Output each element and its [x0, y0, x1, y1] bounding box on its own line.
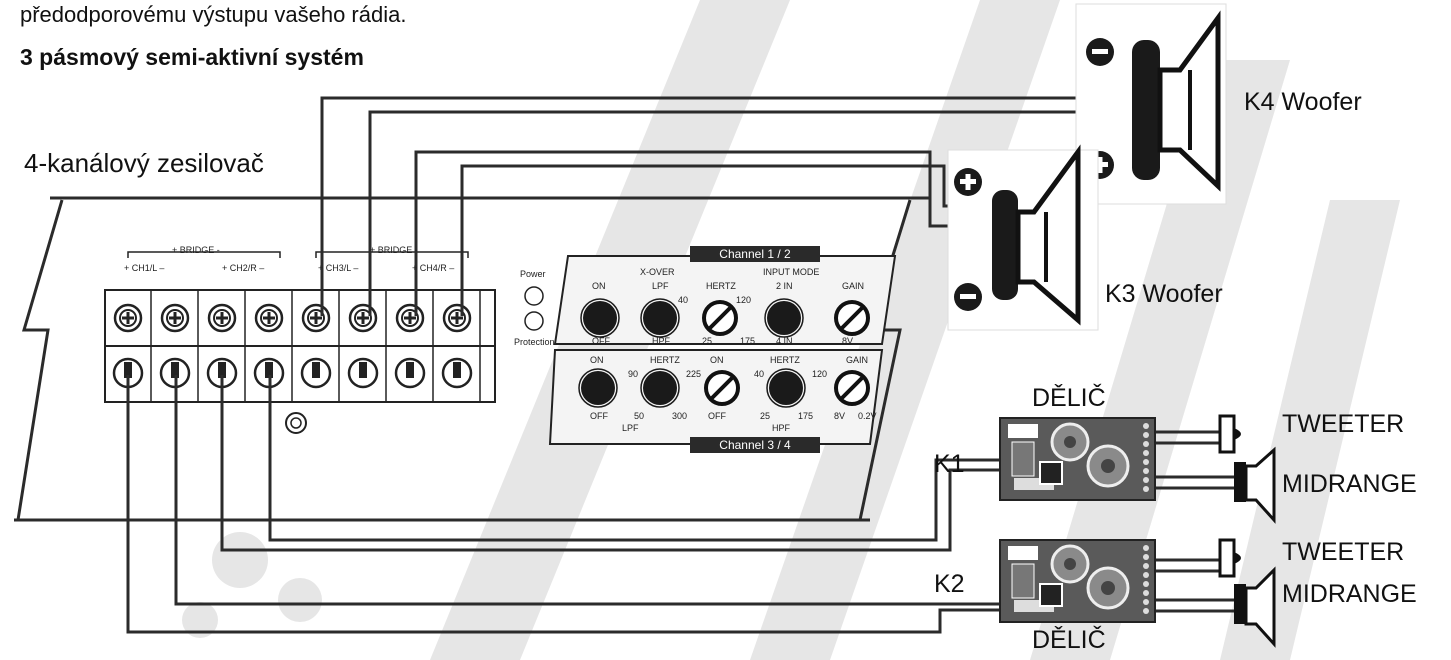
- tweeter-label-1: TWEETER: [1282, 410, 1405, 438]
- terminal-hole-4: [253, 357, 285, 389]
- gain-dial-2: [834, 370, 870, 406]
- n175-label-2: 175: [798, 411, 814, 421]
- amplifier-label: 4-kanálový zesilovač: [24, 148, 264, 178]
- ch4-label: + CH4/R –: [412, 263, 455, 273]
- n175-label-1: 175: [740, 336, 756, 346]
- terminal-screw-4: [254, 303, 284, 333]
- 8v-label-2: 8V: [834, 411, 846, 421]
- terminal-block: [104, 289, 496, 434]
- on-label-2: ON: [590, 355, 604, 365]
- bridge-label-1: + BRIDGE -: [172, 245, 220, 255]
- k3-woofer: [947, 144, 1099, 331]
- crossover-board-k1: [999, 417, 1156, 501]
- hpf-switch: [704, 370, 740, 406]
- terminal-hole-6: [347, 357, 379, 389]
- terminal-hole-8: [441, 357, 473, 389]
- terminal-screw-6: [348, 303, 378, 333]
- 2in-label: 2 IN: [776, 281, 793, 291]
- n225-label: 225: [686, 369, 702, 379]
- ch1-label: + CH1/L –: [124, 263, 165, 273]
- on-label-1: ON: [592, 281, 606, 291]
- k4-woofer: [1075, 3, 1227, 205]
- n50-label: 50: [634, 411, 645, 421]
- tweeter-1: [1218, 414, 1241, 454]
- terminal-screw-2: [160, 303, 190, 333]
- lpf-hpf-switch-1: [640, 298, 680, 338]
- hertz-dial-1: [702, 300, 738, 336]
- tweeter-label-2: TWEETER: [1282, 538, 1405, 566]
- crossover-board-k2: [999, 539, 1156, 623]
- lpf-label-1: LPF: [652, 281, 669, 291]
- n25-label-2: 25: [760, 411, 771, 421]
- xover-switch-1: [580, 298, 620, 338]
- k2-label: K2: [934, 570, 965, 598]
- n25-label-1: 25: [702, 336, 713, 346]
- n90-label: 90: [628, 369, 639, 379]
- speaker-wires: [126, 96, 1238, 634]
- xover-switch-lpf: [578, 368, 618, 408]
- crossover-label-top: DĚLIČ: [1032, 384, 1106, 412]
- n120-label-1: 120: [736, 295, 752, 305]
- on-label-3: ON: [710, 355, 724, 365]
- bridge-label-2: + BRIDGE -: [370, 245, 418, 255]
- n40-label-1: 40: [678, 295, 689, 305]
- control-panel: [524, 255, 897, 445]
- lpf-label-2: LPF: [622, 423, 639, 433]
- off-label-3: OFF: [708, 411, 726, 421]
- midrange-label-2: MIDRANGE: [1282, 580, 1417, 608]
- hpf-hertz-dial: [766, 368, 806, 408]
- xover-label: X-OVER: [640, 267, 675, 277]
- gain-dial-1: [834, 300, 870, 336]
- terminal-screw-3: [207, 303, 237, 333]
- lpf-hertz-dial: [640, 368, 680, 408]
- n120-label-2: 120: [812, 369, 828, 379]
- midrange-2: [1234, 566, 1276, 648]
- hertz-label-1: HERTZ: [706, 281, 736, 291]
- k1-label: K1: [934, 450, 965, 478]
- 4in-label: 4 IN: [776, 336, 793, 346]
- input-mode-label: INPUT MODE: [763, 267, 820, 277]
- terminal-hole-5: [300, 357, 332, 389]
- hpf-label-2: HPF: [772, 423, 790, 433]
- gain-label-1: GAIN: [842, 281, 865, 291]
- terminal-hole-7: [394, 357, 426, 389]
- midrange-label-1: MIDRANGE: [1282, 470, 1417, 498]
- channel-34-label: Channel 3 / 4: [690, 437, 820, 453]
- terminal-screw-8: [442, 303, 472, 333]
- terminal-screw-1: [113, 303, 143, 333]
- ch2-label: + CH2/R –: [222, 263, 265, 273]
- tweeter-2: [1218, 538, 1241, 578]
- power-led: [524, 286, 544, 306]
- ch3-label: + CH3/L –: [318, 263, 359, 273]
- 02v-label: 0.2V: [858, 411, 877, 421]
- input-mode-switch: [764, 298, 804, 338]
- gain-label-2: GAIN: [846, 355, 869, 365]
- protection-label: Protection: [514, 337, 555, 347]
- intro-text: předodporovému výstupu vašeho rádia.: [20, 2, 407, 27]
- n40-label-2: 40: [754, 369, 765, 379]
- protection-led: [524, 311, 544, 331]
- power-label: Power: [520, 269, 546, 279]
- off-label-2: OFF: [590, 411, 608, 421]
- off-label-1: OFF: [592, 336, 610, 346]
- k4-woofer-label: K4 Woofer: [1244, 88, 1362, 116]
- terminal-screw-5: [301, 303, 331, 333]
- hertz-label-2: HERTZ: [650, 355, 680, 365]
- system-heading: 3 pásmový semi-aktivní systém: [20, 44, 364, 70]
- hpf-label-1: HPF: [652, 336, 670, 346]
- n300-label: 300: [672, 411, 688, 421]
- hertz-label-3: HERTZ: [770, 355, 800, 365]
- terminal-screw-7: [395, 303, 425, 333]
- crossover-label-bottom: DĚLIČ: [1032, 626, 1106, 654]
- 8v-label-1: 8V: [842, 336, 854, 346]
- midrange-1: [1234, 446, 1276, 524]
- channel-12-label: Channel 1 / 2: [690, 246, 820, 262]
- k3-woofer-label: K3 Woofer: [1105, 280, 1223, 308]
